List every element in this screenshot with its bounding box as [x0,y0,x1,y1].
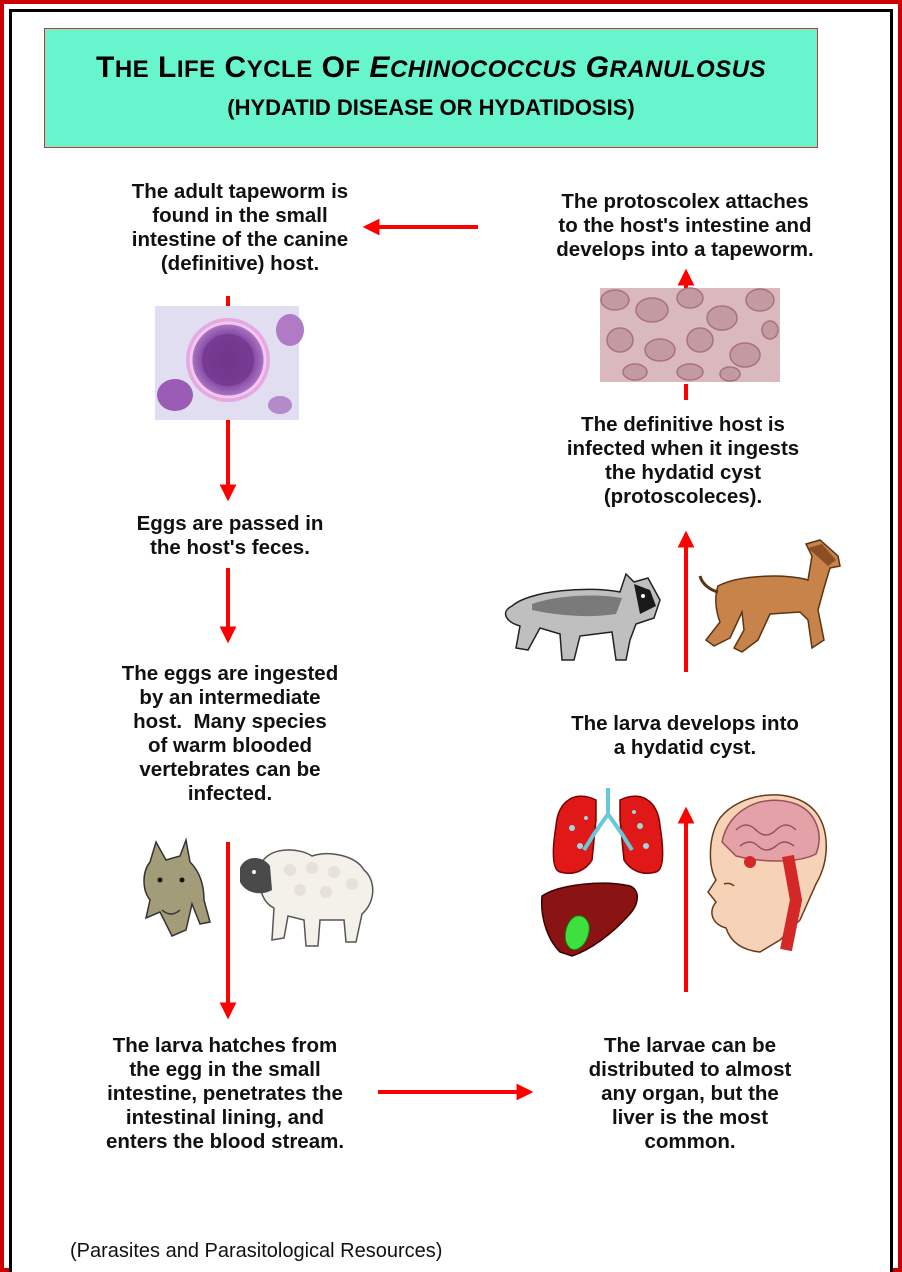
lungs-image [553,788,662,873]
liver-image [542,883,638,956]
goat-image [144,840,210,936]
egg-micrograph-image [155,306,304,420]
wolf-image [506,574,660,660]
brain-head-image [708,795,826,952]
sheep-image [240,850,373,946]
dog-image [700,540,840,652]
protoscoleces-micrograph-image [600,288,780,382]
